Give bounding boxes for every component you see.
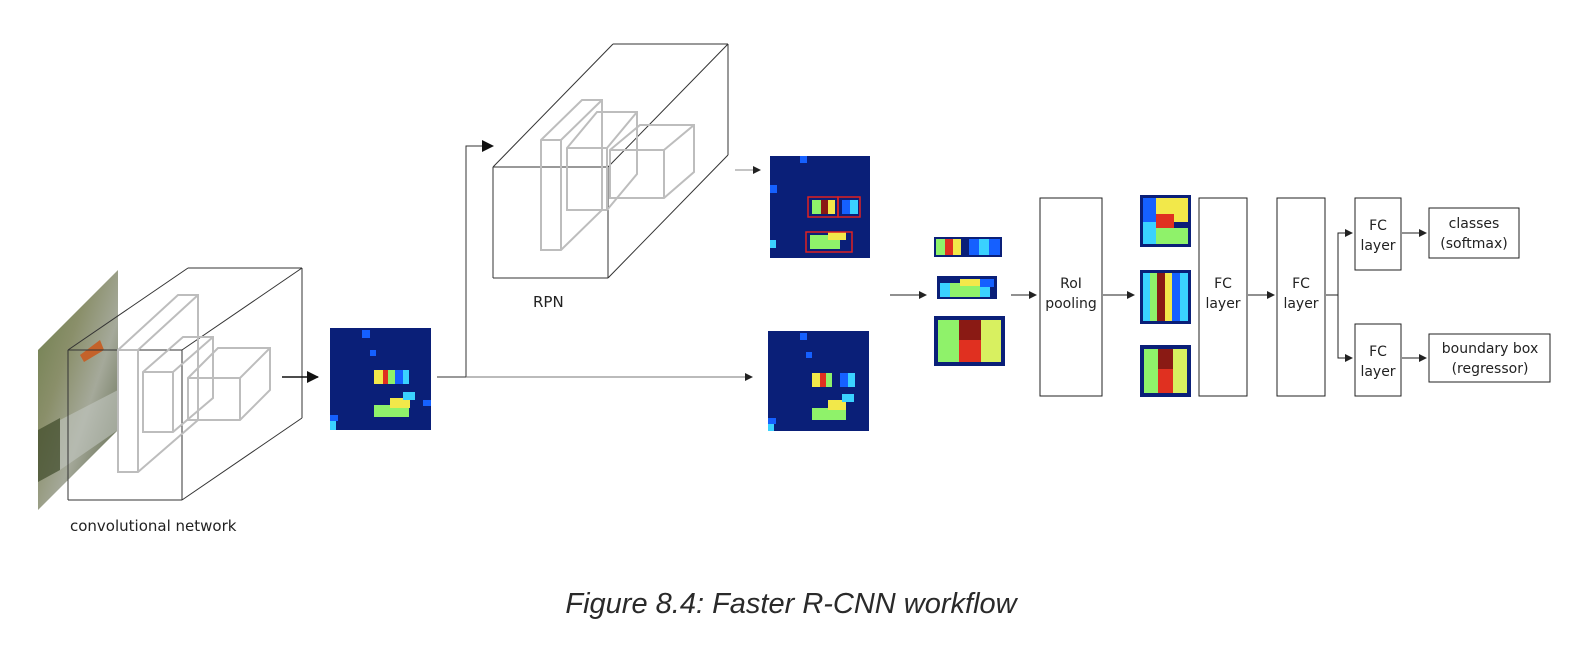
pooled-map-3 (1140, 345, 1191, 397)
fc-layer-bbox: FC layer (1354, 323, 1402, 397)
cropped-proposal-2 (937, 276, 997, 299)
fc-label-line1: FC (1292, 276, 1310, 292)
figure-caption: Figure 8.4: Faster R-CNN workflow (565, 588, 1017, 620)
conv-network-cube (67, 267, 319, 501)
classes-label-line1: classes (1449, 216, 1500, 232)
classes-output-box: classes (softmax) (1428, 207, 1520, 259)
bbox-label-line1: boundary box (1442, 341, 1538, 357)
conv-network-label: convolutional network (70, 517, 237, 535)
cropped-proposal-3 (934, 316, 1005, 366)
fc-label-line2: layer (1360, 238, 1395, 254)
fc-label-line2: layer (1283, 296, 1318, 312)
input-image (38, 270, 118, 510)
proposal-box (805, 231, 853, 253)
fc-layer-1: FC layer (1198, 197, 1248, 397)
fc-layer-classes: FC layer (1354, 197, 1402, 271)
fc-label-line2: layer (1360, 364, 1395, 380)
fc-label-line2: layer (1205, 296, 1240, 312)
proposal-map (770, 156, 870, 258)
fc-label-line1: FC (1369, 344, 1387, 360)
feature-map-main (330, 328, 431, 430)
classes-label-line2: (softmax) (1440, 236, 1507, 252)
fc-label-line1: FC (1369, 218, 1387, 234)
rpn-connector (437, 140, 494, 378)
roi-pooling-label-line1: RoI (1060, 276, 1082, 292)
roi-pooling-box: RoI pooling (1039, 197, 1103, 397)
feature-map-copy (768, 331, 869, 431)
cropped-proposal-1 (934, 237, 1002, 257)
rpn-cube (492, 43, 729, 279)
fc-layer-2: FC layer (1276, 197, 1326, 397)
bbox-output-box: boundary box (regressor) (1428, 333, 1551, 383)
proposal-box (837, 196, 861, 218)
pooled-map-1 (1140, 195, 1191, 247)
bbox-label-line2: (regressor) (1452, 361, 1529, 377)
branch-connector (1326, 229, 1353, 362)
faster-rcnn-diagram: convolutional network (38, 43, 1551, 535)
fc-label-line1: FC (1214, 276, 1232, 292)
rpn-label: RPN (533, 293, 564, 311)
pooled-map-2 (1140, 270, 1191, 324)
roi-pooling-label-line2: pooling (1045, 296, 1097, 312)
